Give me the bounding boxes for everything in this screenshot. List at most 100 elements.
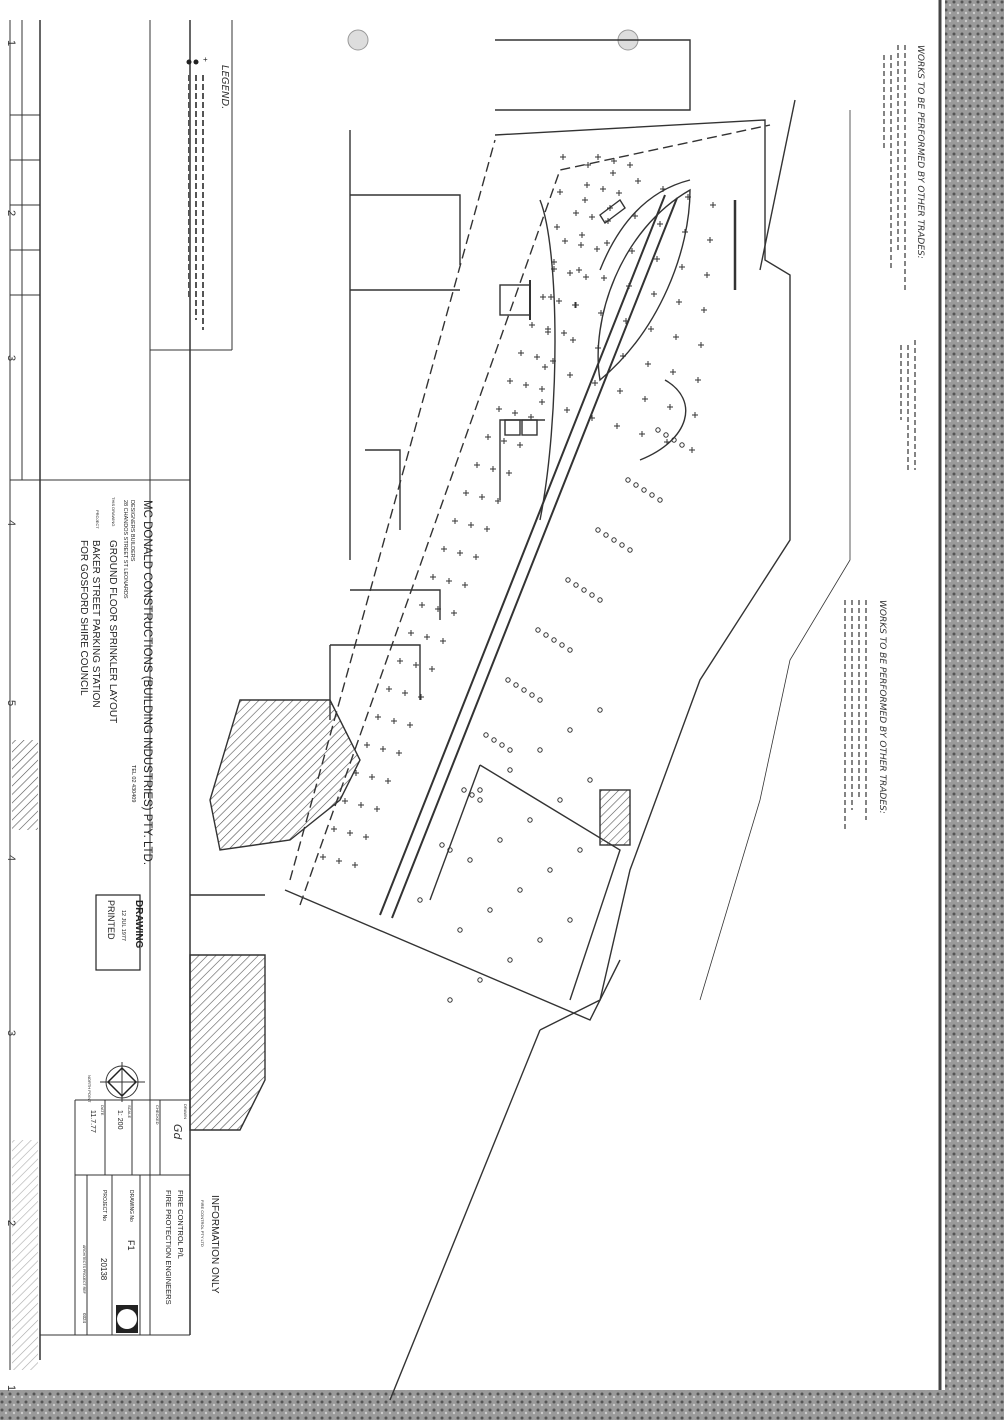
sprinkler-head-icon xyxy=(353,770,359,776)
sprinkler-head-icon xyxy=(528,414,534,420)
grid-number: 2 xyxy=(5,210,17,216)
grid-number: 1 xyxy=(5,1385,17,1391)
sprinkler-head-icon xyxy=(477,977,483,983)
notes-body xyxy=(844,45,916,830)
sprinkler-head-icon xyxy=(484,526,490,532)
sprinkler-head-icon xyxy=(673,334,679,340)
sprinkler-head-icon xyxy=(561,330,567,336)
sprinkler-head-icon xyxy=(364,742,370,748)
sprinkler-head-icon xyxy=(617,388,623,394)
firm-subtitle: FIRE PROTECTION ENGINEERS xyxy=(164,1190,173,1305)
arch-ref-label: ARCHITECTS PROJECT REF xyxy=(82,1245,86,1295)
project-no-label: PROJECT No xyxy=(101,1190,107,1221)
sprinkler-head-icon xyxy=(567,727,573,733)
sprinkler-head-icon xyxy=(483,732,489,738)
printed-stamp: DRAWING 12 JUL 1977 PRINTED xyxy=(95,894,144,971)
sprinkler-head-icon xyxy=(512,410,518,416)
sprinkler-head-icon xyxy=(597,707,603,713)
sprinkler-head-icon xyxy=(391,718,397,724)
drawing-no-label: DRAWING No xyxy=(128,1190,134,1222)
sprinkler-head-icon xyxy=(501,438,507,444)
sprinkler-head-icon xyxy=(547,867,553,873)
sprinkler-head-icon xyxy=(578,242,584,248)
north-label: NORTH POINT xyxy=(87,1075,92,1103)
sprinkler-head-icon xyxy=(507,378,513,384)
sprinkler-head-icon xyxy=(537,937,543,943)
sprinkler-head-icon xyxy=(605,218,611,224)
sprinkler-head-icon xyxy=(581,587,587,593)
sprinkler-head-icon xyxy=(440,638,446,644)
sprinkler-head-icon xyxy=(417,897,423,903)
sprinkler-head-icon xyxy=(627,547,633,553)
company-roles: DESIGNERS BUILDERS xyxy=(129,500,135,562)
sprinkler-head-icon xyxy=(518,350,524,356)
sprinkler-head-icon xyxy=(583,274,589,280)
sprinkler-head-icon xyxy=(487,907,493,913)
sprinkler-head-icon xyxy=(567,917,573,923)
sprinkler-head-icon xyxy=(625,477,631,483)
sprinkler-head-icon xyxy=(632,213,638,219)
sprinkler-head-icon xyxy=(679,264,685,270)
grid-number: 3 xyxy=(5,355,17,361)
legend-title: LEGEND. xyxy=(219,65,230,109)
sprinkler-head-icon xyxy=(539,399,545,405)
sprinkler-head-icon xyxy=(576,267,582,273)
sprinkler-head-icon xyxy=(507,957,513,963)
sprinkler-head-icon xyxy=(557,189,563,195)
sprinkler-head-icon xyxy=(461,787,467,793)
sprinkler-head-icon xyxy=(626,283,632,289)
punch-hole xyxy=(347,29,369,51)
sprinkler-head-icon xyxy=(386,686,392,692)
scan-edge-right xyxy=(945,0,1004,1420)
sprinkler-head-icon xyxy=(495,498,501,504)
grid-number: 5 xyxy=(5,700,17,706)
title-block xyxy=(40,20,233,1336)
sprinkler-head-icon xyxy=(589,592,595,598)
sprinkler-head-icon xyxy=(607,205,613,211)
sprinkler-head-icon xyxy=(557,797,563,803)
sprinkler-head-icon xyxy=(462,582,468,588)
company-name: MC DONALD CONSTRUCTIONS (BUILDING INDUST… xyxy=(141,500,153,865)
stamp-line2: 12 JUL 1977 xyxy=(120,910,126,941)
sprinkler-head-icon xyxy=(505,677,511,683)
sprinkler-head-icon xyxy=(600,186,606,192)
scale-label: SCALE xyxy=(127,1105,132,1118)
sprinkler-head-icon xyxy=(695,377,701,383)
sprinkler-head-icon xyxy=(435,606,441,612)
company-address: 28 CHANDOS STREET ST LEONARDS xyxy=(122,500,128,599)
sprinkler-head-icon xyxy=(539,386,545,392)
sprinkler-head-icon xyxy=(589,214,595,220)
sprinkler-head-icon xyxy=(548,294,554,300)
sprinkler-head-icon xyxy=(441,546,447,552)
sprinkler-head-icon xyxy=(710,202,716,208)
sprinkler-head-icon xyxy=(592,380,598,386)
sprinkler-head-icon xyxy=(513,682,519,688)
sprinkler-head-icon xyxy=(603,532,609,538)
adjacent-buildings xyxy=(189,39,691,1131)
sprinkler-head-icon xyxy=(474,462,480,468)
sprinkler-head-icon xyxy=(490,466,496,472)
sprinkler-head-icon xyxy=(573,302,579,308)
sprinkler-head-icon xyxy=(496,406,502,412)
sprinkler-head-icon xyxy=(447,847,453,853)
sprinkler-head-icon xyxy=(585,162,591,168)
sprinkler-head-icon xyxy=(567,372,573,378)
sprinkler-head-icon xyxy=(663,432,669,438)
sprinkler-head-icon xyxy=(418,694,424,700)
sprinkler-head-icon xyxy=(517,442,523,448)
sprinkler-head-icon xyxy=(540,294,546,300)
sprinkler-head-icon xyxy=(671,437,677,443)
sprinkler-head-icon xyxy=(554,224,560,230)
sprinkler-head-icon xyxy=(537,697,543,703)
sprinkler-head-icon xyxy=(560,154,566,160)
sprinkler-head-icon xyxy=(623,318,629,324)
notes-title-top: WORKS TO BE PERFORMED BY OTHER TRADES: xyxy=(915,45,925,259)
sprinkler-head-icon xyxy=(655,427,661,433)
legend-sprinkler-icon: + xyxy=(203,55,208,64)
sprinkler-head-icon xyxy=(648,326,654,332)
sprinkler-head-icon xyxy=(347,830,353,836)
sprinkler-head-icon xyxy=(639,431,645,437)
sprinkler-head-icon xyxy=(491,737,497,743)
